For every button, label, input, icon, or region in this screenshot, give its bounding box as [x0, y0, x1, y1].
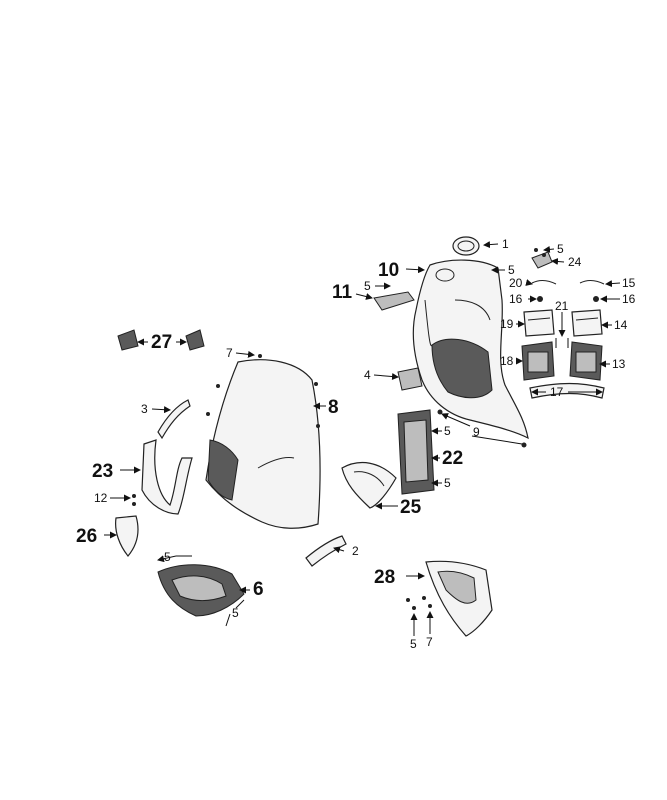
callout-5: 5 — [444, 424, 451, 438]
callout-5: 5 — [364, 279, 371, 293]
callout-17: 17 — [550, 385, 564, 399]
part-front-panel-8 — [205, 354, 321, 529]
part-trim-2 — [305, 535, 347, 567]
part-strip-17 — [529, 382, 605, 399]
callout-2: 2 — [352, 544, 359, 558]
part-bracket-25 — [341, 461, 397, 509]
leader-lines — [104, 241, 621, 636]
part-front-frame-23 — [141, 439, 193, 515]
part-panel-11 — [373, 291, 415, 311]
callout-5: 5 — [410, 637, 417, 651]
callout-19: 19 — [500, 317, 514, 331]
part-console-6 — [157, 564, 245, 617]
callout-8: 8 — [328, 397, 339, 418]
part-leg-shield-inner — [412, 259, 529, 440]
callout-5: 5 — [232, 606, 239, 620]
callout-1: 1 — [502, 237, 509, 251]
part-screws-12 — [132, 494, 136, 506]
part-switch-4 — [397, 367, 423, 391]
callout-16: 16 — [509, 292, 523, 306]
callout-9: 9 — [473, 425, 480, 439]
callout-26: 26 — [76, 526, 97, 547]
part-bracket-24 — [531, 248, 553, 269]
part-inner-cover-28 — [406, 560, 493, 637]
callout-5: 5 — [444, 476, 451, 490]
callout-4: 4 — [364, 368, 371, 382]
callout-13: 13 — [612, 357, 626, 371]
callout-10: 10 — [378, 260, 399, 281]
callout-3: 3 — [141, 402, 148, 416]
callout-14: 14 — [614, 318, 628, 332]
callout-5: 5 — [164, 550, 171, 564]
callout-22: 22 — [442, 448, 463, 469]
callout-7: 7 — [426, 635, 433, 649]
part-trim-3 — [157, 399, 191, 440]
part-tunnel-22 — [397, 409, 435, 495]
callout-18: 18 — [500, 354, 514, 368]
callout-5: 5 — [557, 242, 564, 256]
part-clips-15-20 — [531, 280, 605, 302]
part-boxes-18-13 — [521, 341, 603, 381]
callout-28: 28 — [374, 567, 395, 588]
callout-7: 7 — [226, 346, 233, 360]
callout-21: 21 — [555, 299, 569, 313]
callout-25: 25 — [400, 497, 422, 518]
callout-20: 20 — [509, 276, 523, 290]
callout-15: 15 — [622, 276, 636, 290]
callout-16: 16 — [622, 292, 636, 306]
callout-6: 6 — [253, 579, 264, 600]
part-caps-27 — [117, 329, 205, 351]
callout-12: 12 — [94, 491, 108, 505]
part-emblem-26 — [115, 515, 139, 557]
callout-27: 27 — [151, 332, 172, 353]
callout-23: 23 — [92, 461, 113, 482]
callout-24: 24 — [568, 255, 582, 269]
part-cap-ring — [452, 236, 480, 256]
callout-11: 11 — [332, 282, 353, 303]
part-covers-19-14 — [523, 309, 603, 337]
callout-5: 5 — [508, 263, 515, 277]
part-screws-21 — [555, 338, 569, 348]
